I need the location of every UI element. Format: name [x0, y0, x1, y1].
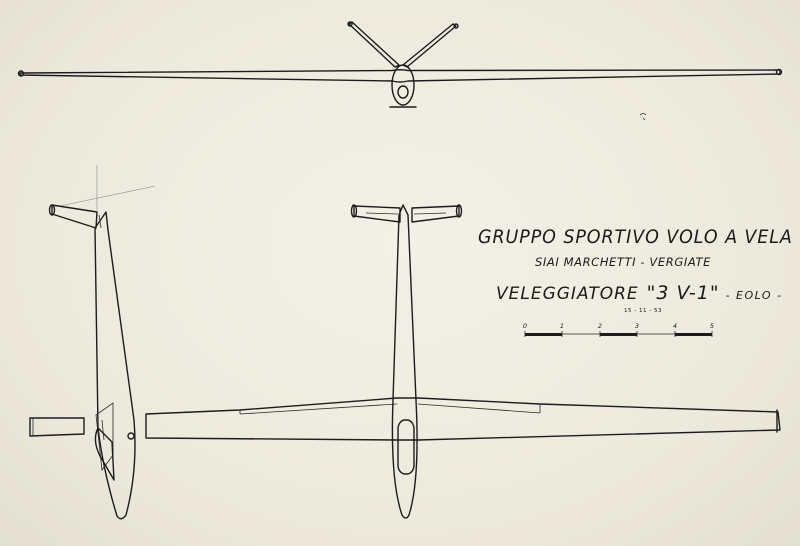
- front-view-v-tail-left: [348, 21, 400, 68]
- pencil-mark: [639, 113, 647, 121]
- front-view-tail-tip-right: [453, 23, 459, 29]
- plan-view-tailplane: [353, 205, 401, 223]
- scale-label-3: 3: [634, 322, 640, 330]
- aircraft-designation: VELEGGIATORE "3 V-1" - EOLO -: [496, 282, 783, 304]
- side-view-wing-edge: [29, 417, 85, 437]
- aircraft-name: - EOLO -: [725, 289, 783, 302]
- plan-view-flap-line: [239, 403, 541, 415]
- front-view: [17, 21, 783, 108]
- plan-view-canopy: [397, 419, 415, 475]
- plan-view-elevator-hinge: [365, 212, 399, 215]
- scale-label-0: 0: [522, 322, 528, 330]
- side-view-skid-wheel: [127, 432, 135, 440]
- aircraft-model: "3 V-1": [646, 282, 720, 304]
- scale-label-5: 5: [709, 322, 715, 330]
- group-name: GRUPPO SPORTIVO VOLO A VELA: [478, 226, 793, 248]
- side-view-fuselage: [94, 211, 136, 520]
- plan-view-wing: [145, 397, 781, 441]
- front-view-v-tail-right: [402, 23, 457, 68]
- front-view-cockpit: [397, 85, 409, 99]
- drawing-date: 15 - 11 - 53: [624, 308, 662, 314]
- front-view-fuselage: [391, 64, 415, 106]
- side-view-frame: [101, 419, 105, 441]
- aircraft-type: VELEGGIATORE: [496, 284, 639, 304]
- plan-view-tail-tip-left: [350, 204, 358, 218]
- plan-view-tailplane: [411, 205, 460, 223]
- side-view-tailplane-tip: [48, 204, 56, 216]
- plan-view-fuselage: [391, 204, 418, 519]
- construction-line: [59, 185, 156, 207]
- front-view-tail-tip-left: [347, 21, 353, 27]
- plan-view: [145, 204, 781, 519]
- scale-bar: [524, 331, 713, 337]
- plan-view-elevator-hinge: [413, 212, 447, 215]
- scale-label-1: 1: [559, 322, 565, 330]
- side-view-wing-root: [95, 402, 114, 472]
- front-view-wingtip-left: [17, 70, 25, 77]
- scale-label-4: 4: [672, 322, 678, 330]
- front-view-wing: [19, 69, 781, 83]
- side-view-rudder-hinge: [98, 214, 102, 229]
- side-view: [29, 165, 156, 520]
- side-view-tailplane: [51, 204, 98, 229]
- plan-view-tail-tip-right: [455, 204, 463, 218]
- side-view-canopy: [94, 427, 115, 481]
- company-name: SIAI MARCHETTI - VERGIATE: [535, 255, 711, 269]
- scale-label-2: 2: [597, 322, 603, 330]
- front-view-wingtip-right: [775, 68, 783, 76]
